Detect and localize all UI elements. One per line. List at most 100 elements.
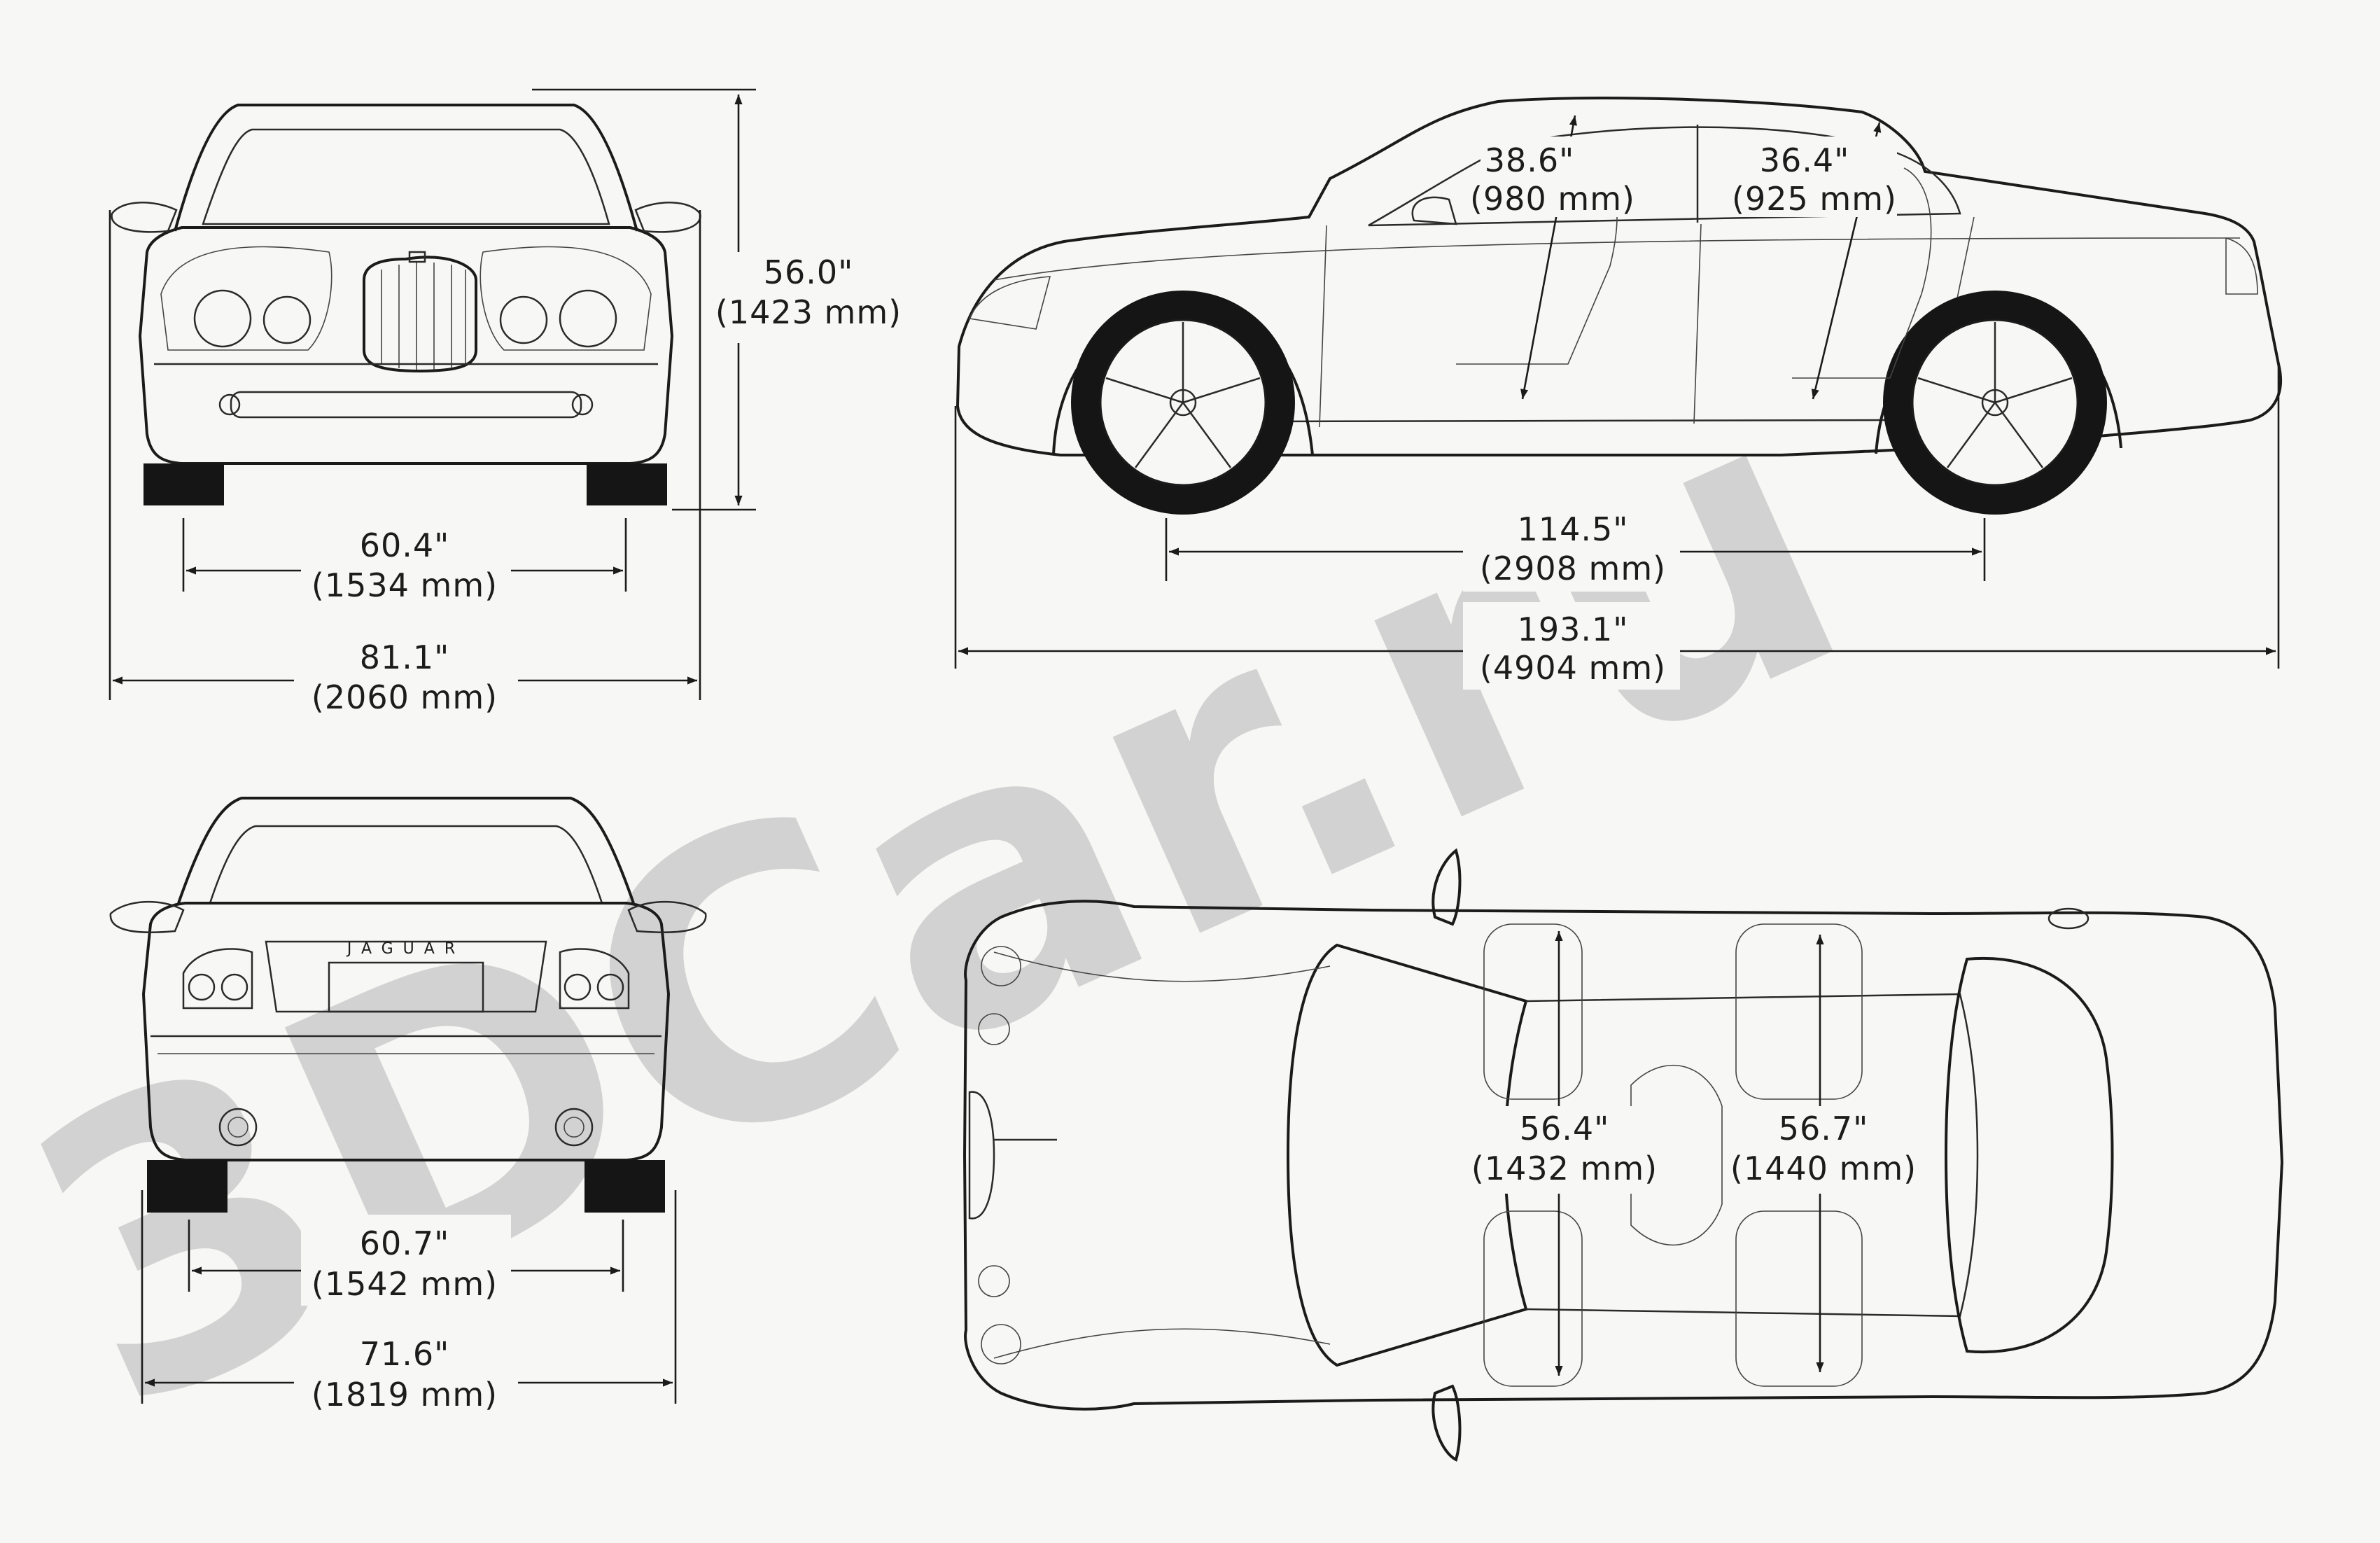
front-headlamp-inner-right (499, 295, 548, 344)
side-view (955, 97, 2283, 515)
rear-headroom-mm: (925 mm) (1732, 180, 1897, 218)
rear-exhaust-left (218, 1108, 258, 1147)
front-width-in: 81.1" (360, 638, 450, 676)
front-foglamp-right (571, 393, 594, 416)
rear-trunk-lid (265, 940, 547, 1013)
side-mirror (1411, 196, 1457, 225)
rear-width-mm: (1819 mm) (312, 1376, 498, 1413)
front-view (111, 104, 701, 505)
side-door-shut-front (1319, 225, 1327, 428)
top-headlamp-4 (981, 1324, 1021, 1364)
rear-headroom-in: 36.4" (1760, 141, 1850, 179)
side-rear-headroom: 36.4" (925 mm) (1722, 122, 1897, 400)
front-mirror-right (634, 202, 701, 233)
top-rear-window (1944, 956, 2114, 1354)
length-in: 193.1" (1518, 610, 1629, 648)
rear-view: JAGUAR (109, 797, 707, 1213)
side-front-hub (1169, 389, 1197, 417)
front-roof-outline (174, 104, 638, 232)
rear-width-in: 71.6" (360, 1335, 450, 1373)
rear-lamp-1 (188, 973, 216, 1001)
top-mirror-right (1432, 1384, 1462, 1462)
side-greenhouse (1368, 126, 1961, 227)
front-height-mm: (1423 mm) (715, 293, 902, 331)
front-lamp-pod-left (160, 246, 332, 351)
top-headlamp-3 (978, 1265, 1010, 1297)
rear-roof-outline (177, 797, 635, 904)
rear-exhaust-left-inner (227, 1117, 248, 1138)
front-lower-intake (230, 391, 582, 419)
side-rocker-line (1266, 419, 1891, 423)
rear-mirror-left (109, 900, 185, 933)
front-windshield (202, 128, 610, 225)
front-track-in: 60.4" (360, 526, 450, 564)
side-taillamp (2225, 237, 2258, 295)
rear-tyre-left (147, 1160, 227, 1213)
rear-mirror-right (627, 900, 707, 933)
front-tyre-left (144, 463, 224, 505)
side-door-shut-mid (1693, 223, 1702, 424)
length-mm: (4904 mm) (1480, 649, 1666, 687)
front-foglamp-left (218, 393, 241, 416)
front-track-mm: (1534 mm) (312, 566, 498, 604)
top-hood-lines (993, 951, 1331, 1359)
rear-shoulder-in: 56.7" (1779, 1110, 1869, 1147)
front-width-dimension: 81.1" (2060 mm) (108, 210, 701, 718)
top-mirror-left (1432, 848, 1462, 926)
wheelbase-in: 114.5" (1518, 510, 1629, 548)
top-rear-shoulder: 56.7" (1440 mm) (1729, 935, 1918, 1372)
front-track-dimension: 60.4" (1534 mm) (182, 518, 627, 606)
front-headlamp-outer-left (193, 289, 252, 348)
top-grille (968, 1091, 995, 1220)
front-body-outline (138, 226, 674, 465)
rear-exhaust-right (554, 1108, 594, 1147)
front-mirror-left (111, 202, 178, 233)
side-wheelbase-dimension: 114.5" (2908 mm) (1165, 504, 1986, 592)
top-view (962, 848, 2284, 1462)
wheelbase-mm: (2908 mm) (1480, 550, 1666, 587)
front-shoulder-in: 56.4" (1520, 1110, 1610, 1147)
rear-track-dimension: 60.7" (1542 mm) (188, 1215, 624, 1306)
top-body-outline (962, 900, 2284, 1411)
rear-track-in: 60.7" (360, 1224, 450, 1262)
rear-width-dimension: 71.6" (1819 mm) (141, 1190, 677, 1418)
top-seats (1483, 923, 1863, 1387)
front-headroom-in: 38.6" (1485, 141, 1575, 179)
rear-body-outline (141, 902, 671, 1161)
top-headlamp-1 (981, 946, 1021, 986)
front-lamp-pod-right (479, 246, 652, 351)
side-headlamp (968, 276, 1051, 330)
front-headroom-mm: (980 mm) (1470, 180, 1635, 218)
side-rear-seat (1792, 167, 1932, 379)
rear-exhaust-right-inner (564, 1117, 584, 1138)
rear-lamp-3 (564, 973, 592, 1001)
rear-brand-lettering: JAGUAR (346, 940, 465, 958)
top-roof (1525, 993, 1979, 1318)
rear-lamp-4 (596, 973, 624, 1001)
side-feature-line (993, 237, 2241, 281)
rear-track-mm: (1542 mm) (312, 1265, 498, 1303)
front-tyre-right (587, 463, 667, 505)
rear-window (209, 825, 603, 905)
top-fuel-cap (2047, 907, 2090, 930)
front-headlamp-outer-right (559, 289, 617, 348)
side-front-headroom: 38.6" (980 mm) (1470, 115, 1642, 400)
front-grille (363, 256, 477, 373)
front-height-dimension: 56.0" (1423 mm) (532, 88, 910, 511)
front-headlamp-inner-left (262, 295, 312, 344)
front-shoulder-mm: (1432 mm) (1471, 1150, 1658, 1187)
side-length-dimension: 193.1" (4904 mm) (954, 364, 2280, 690)
rear-plate-recess (328, 961, 484, 1013)
rear-tyre-right (584, 1160, 665, 1213)
side-rear-hub (1981, 389, 2009, 417)
rear-lamp-2 (220, 973, 248, 1001)
top-headlamp-2 (978, 1013, 1010, 1045)
front-height-in: 56.0" (764, 253, 854, 291)
top-front-shoulder: 56.4" (1432 mm) (1470, 931, 1659, 1376)
rear-lamp-cluster-left (182, 948, 253, 1010)
rear-lamp-cluster-right (559, 948, 630, 1010)
front-grille-bars (381, 263, 466, 370)
front-width-mm: (2060 mm) (312, 678, 498, 716)
